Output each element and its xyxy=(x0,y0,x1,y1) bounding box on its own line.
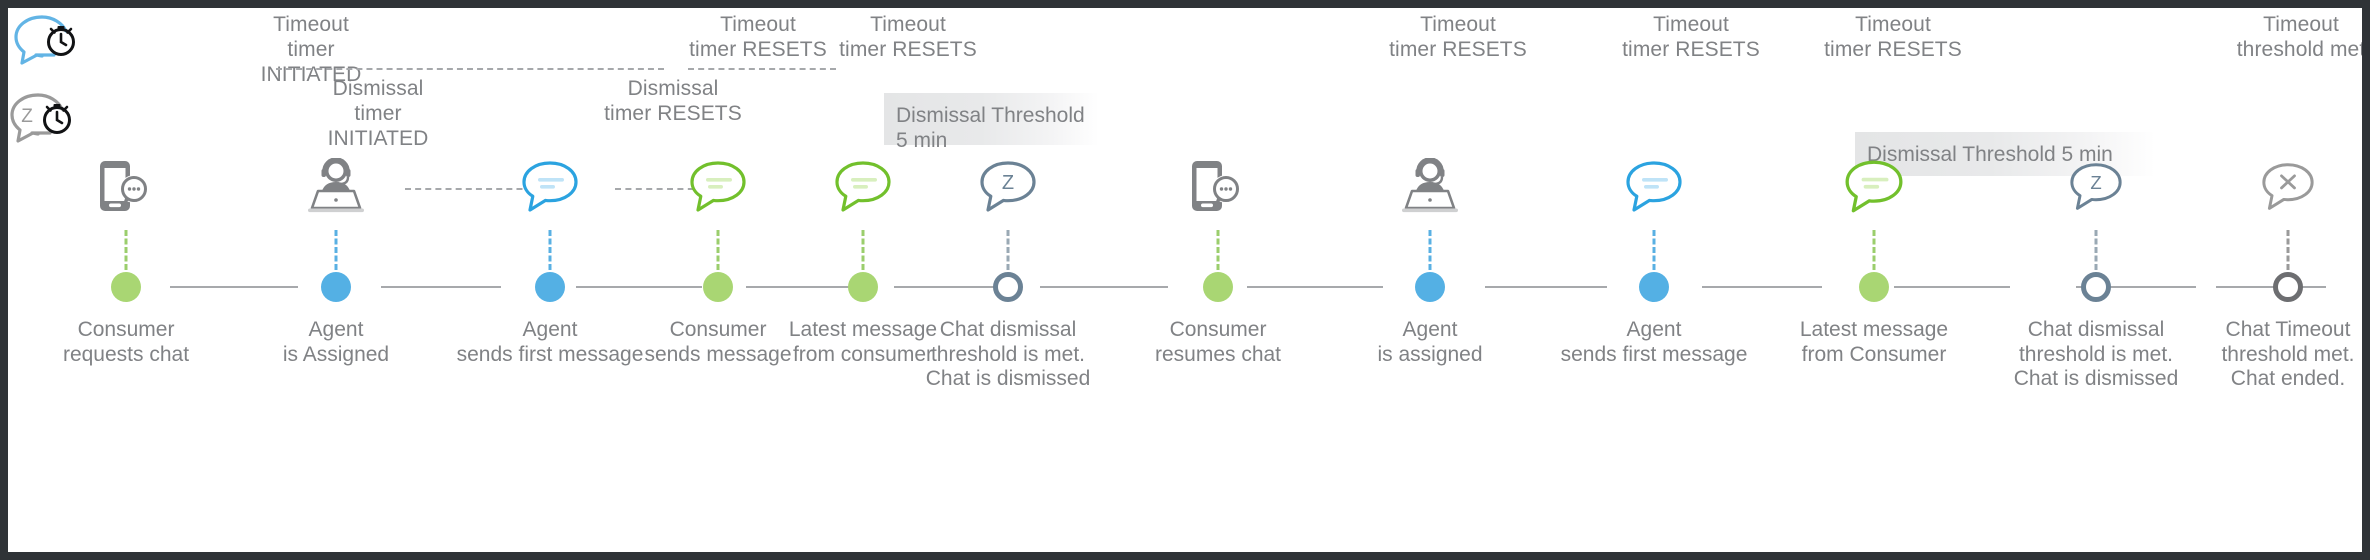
timeout-label-6: Timeout threshold met xyxy=(2236,13,2362,61)
connector-dash-8 xyxy=(1652,230,1656,270)
timeline-dot-6[interactable] xyxy=(1203,272,1233,302)
event-caption-2: Agent sends first message xyxy=(456,318,644,366)
timeout-label-5: Timeout timer RESETS xyxy=(1824,13,1962,61)
connector-dash-7 xyxy=(1428,230,1432,270)
track-segment-11 xyxy=(2216,286,2326,288)
event-caption-5: Chat dismissal threshold is met. Chat is… xyxy=(925,318,1091,390)
chat-bubble-timer-icon xyxy=(14,15,75,65)
event-caption-0: Consumer requests chat xyxy=(62,318,190,366)
track-segment-10 xyxy=(2076,286,2196,288)
connector-dash-10 xyxy=(2094,230,2098,270)
timeline-dot-5[interactable] xyxy=(993,272,1023,302)
track-segment-7 xyxy=(1485,286,1607,288)
timeline-dot-2[interactable] xyxy=(535,272,565,302)
connector-dash-6 xyxy=(1216,230,1220,270)
timeline-dot-0[interactable] xyxy=(111,272,141,302)
dismissal-dash-segment-2 xyxy=(615,188,725,190)
chat-bubble-lines-icon xyxy=(831,156,895,218)
legend-timeout-timer xyxy=(12,14,92,74)
diagram-board: Z Timeout timer INITIATED Timeout timer … xyxy=(8,8,2362,552)
timeout-label-2: Timeout timer RESETS xyxy=(839,13,977,61)
chat-bubble-lines-icon xyxy=(686,156,750,218)
timeline-dot-3[interactable] xyxy=(703,272,733,302)
mobile-chat-icon xyxy=(94,156,158,218)
track-segment-8 xyxy=(1702,286,1822,288)
event-caption-8: Agent sends first message xyxy=(1560,318,1748,366)
connector-dash-2 xyxy=(548,230,552,270)
chat-bubble-z-icon: Z xyxy=(976,156,1040,218)
event-caption-1: Agent is Assigned xyxy=(282,318,390,366)
event-caption-4: Latest message from consumer xyxy=(788,318,938,366)
connector-dash-4 xyxy=(861,230,865,270)
timeline-dot-1[interactable] xyxy=(321,272,351,302)
chat-bubble-lines-icon xyxy=(1622,156,1686,218)
svg-text:Z: Z xyxy=(2090,172,2101,193)
svg-text:Z: Z xyxy=(21,106,33,127)
dismissal-dash-segment-1 xyxy=(405,188,563,190)
chat-bubble-z-timer-icon: Z xyxy=(10,93,71,143)
connector-dash-3 xyxy=(716,230,720,270)
timeout-dash-segment-1 xyxy=(276,68,664,70)
connector-dash-11 xyxy=(2286,230,2290,270)
track-segment-5 xyxy=(1040,286,1168,288)
timeline-dot-9[interactable] xyxy=(1859,272,1889,302)
chat-bubble-z-icon: Z xyxy=(2064,156,2128,218)
track-segment-3 xyxy=(746,286,856,288)
event-caption-9: Latest message from Consumer xyxy=(1799,318,1949,366)
timeline-dot-8[interactable] xyxy=(1639,272,1669,302)
timeout-label-1: Timeout timer RESETS xyxy=(689,13,827,61)
timeline-dot-7[interactable] xyxy=(1415,272,1445,302)
connector-dash-0 xyxy=(124,230,128,270)
track-segment-2 xyxy=(576,286,702,288)
event-caption-10: Chat dismissal threshold is met. Chat is… xyxy=(2013,318,2179,390)
timeline-dot-10[interactable] xyxy=(2081,272,2111,302)
event-caption-6: Consumer resumes chat xyxy=(1154,318,1282,366)
mobile-chat-icon xyxy=(1186,156,1250,218)
event-caption-11: Chat Timeout threshold met. Chat ended. xyxy=(2221,318,2355,390)
event-caption-7: Agent is assigned xyxy=(1377,318,1483,366)
timeout-dash-segment-2 xyxy=(688,68,836,70)
dismissal-label-1: Dismissal timer RESETS xyxy=(604,77,742,125)
connector-dash-5 xyxy=(1006,230,1010,270)
legend-dismissal-timer: Z xyxy=(8,92,88,152)
svg-text:Z: Z xyxy=(1002,172,1014,194)
timeout-label-4: Timeout timer RESETS xyxy=(1622,13,1760,61)
connector-dash-9 xyxy=(1872,230,1876,270)
track-segment-4 xyxy=(894,286,994,288)
track-segment-9 xyxy=(1894,286,2010,288)
connector-dash-1 xyxy=(334,230,338,270)
event-caption-3: Consumer sends message xyxy=(644,318,792,366)
chat-bubble-x-icon xyxy=(2256,156,2320,218)
chat-bubble-lines-icon xyxy=(1842,156,1906,218)
agent-headset-laptop-icon xyxy=(304,156,368,218)
dismissal-threshold-box-1: Dismissal Threshold 5 min xyxy=(884,93,1099,152)
dismissal-label-0: Dismissal timer INITIATED xyxy=(327,77,429,150)
timeline-dot-11[interactable] xyxy=(2273,272,2303,302)
agent-headset-laptop-icon xyxy=(1398,156,1462,218)
track-segment-0 xyxy=(170,286,298,288)
timeline-dot-4[interactable] xyxy=(848,272,878,302)
track-segment-6 xyxy=(1247,286,1383,288)
chat-bubble-lines-icon xyxy=(518,156,582,218)
track-segment-1 xyxy=(381,286,501,288)
timeout-label-3: Timeout timer RESETS xyxy=(1389,13,1527,61)
